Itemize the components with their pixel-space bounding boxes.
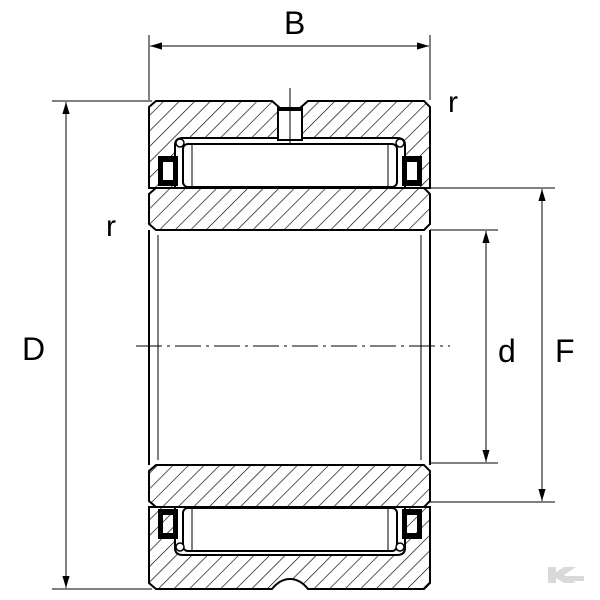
cage-left-top bbox=[158, 156, 178, 186]
inner-ring-bottom bbox=[148, 464, 431, 508]
dimension-d-bore: d bbox=[430, 229, 516, 464]
needle-roller-top bbox=[182, 143, 398, 188]
dimension-d: D bbox=[22, 100, 152, 590]
label-d-inner: d bbox=[498, 333, 516, 369]
cage-right-top bbox=[402, 156, 422, 186]
bore bbox=[148, 230, 431, 465]
outer-ring-top bbox=[148, 88, 431, 189]
outer-ring-bottom bbox=[148, 506, 431, 590]
label-f: F bbox=[555, 333, 575, 369]
needle-roller-bottom bbox=[182, 507, 398, 552]
dimension-b: B bbox=[148, 5, 431, 100]
label-radius-top: r bbox=[448, 86, 458, 119]
label-d-outer: D bbox=[22, 331, 45, 367]
dimension-f: F bbox=[430, 187, 575, 503]
label-b: B bbox=[284, 5, 305, 41]
kramp-watermark-icon bbox=[548, 567, 584, 583]
inner-ring-top bbox=[148, 187, 431, 231]
label-radius-side: r bbox=[106, 210, 116, 243]
